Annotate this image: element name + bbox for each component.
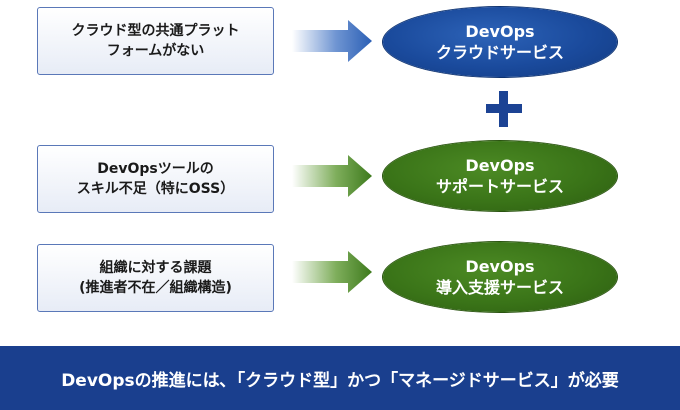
plus-icon — [486, 91, 522, 127]
service-oval-adoption: DevOps 導入支援サービス — [383, 242, 617, 312]
service-label-adoption: DevOps 導入支援サービス — [435, 257, 564, 297]
service-oval-cloud: DevOps クラウドサービス — [383, 7, 617, 77]
arrow-right-icon-2 — [292, 155, 372, 197]
arrow-right-icon-1 — [292, 20, 372, 62]
problem-box-3: 組織に対する課題 (推進者不在／組織構造) — [37, 244, 274, 312]
footer-text: DevOpsの推進には､「クラウド型」かつ「マネージドサービス」が必要 — [61, 370, 619, 391]
arrow-right-icon-3 — [292, 251, 372, 293]
footer-banner: DevOpsの推進には､「クラウド型」かつ「マネージドサービス」が必要 — [0, 346, 680, 410]
problem-label-1: クラウド型の共通プラット フォームがない — [71, 23, 240, 59]
service-oval-support: DevOps サポートサービス — [383, 141, 617, 211]
service-label-cloud: DevOps クラウドサービス — [435, 22, 564, 62]
problem-box-2: DevOpsツールの スキル不足（特にOSS） — [37, 145, 274, 213]
service-label-support: DevOps サポートサービス — [435, 156, 564, 196]
problem-box-1: クラウド型の共通プラット フォームがない — [37, 7, 274, 75]
problem-label-3: 組織に対する課題 (推進者不在／組織構造) — [79, 260, 232, 296]
problem-label-2: DevOpsツールの スキル不足（特にOSS） — [76, 161, 235, 197]
